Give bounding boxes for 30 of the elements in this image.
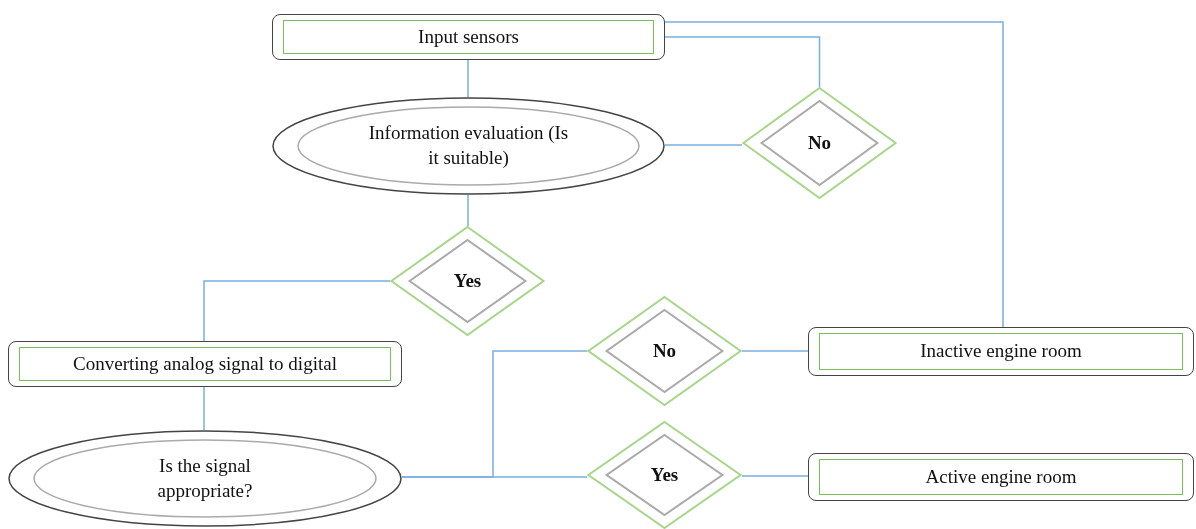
- node-text: Information evaluation (Is it suitable): [367, 121, 570, 170]
- connector-line: [203, 386, 205, 431]
- process-box: [8, 341, 402, 387]
- decision-diamond: [742, 87, 897, 199]
- connector-line: [467, 59, 469, 98]
- decision-label: No: [807, 130, 832, 155]
- process-box: [808, 453, 1194, 501]
- connector-line: [203, 280, 391, 342]
- decision-ellipse: [272, 97, 665, 195]
- decision-ellipse: [8, 430, 402, 527]
- decision-label: Yes: [650, 462, 679, 487]
- node-text: Converting analog signal to digital: [73, 351, 337, 376]
- decision-diamond: [587, 421, 742, 529]
- decision-diamond: [587, 296, 742, 406]
- decision-label: No: [652, 338, 677, 363]
- connector-line: [401, 476, 588, 478]
- connector-line: [664, 144, 743, 146]
- connector-line: [741, 475, 809, 477]
- connector-line: [664, 36, 821, 88]
- decision-label: Yes: [453, 268, 482, 293]
- process-box: [808, 327, 1194, 376]
- decision-diamond: [390, 226, 545, 336]
- node-text: Active engine room: [925, 464, 1077, 489]
- process-box: [272, 14, 665, 60]
- node-text: Input sensors: [418, 24, 519, 49]
- node-text: Is the signal appropriate?: [156, 453, 254, 503]
- connector-line: [664, 21, 1004, 328]
- connector-line: [467, 194, 469, 227]
- node-text: Inactive engine room: [920, 339, 1082, 364]
- connector-line: [741, 350, 809, 352]
